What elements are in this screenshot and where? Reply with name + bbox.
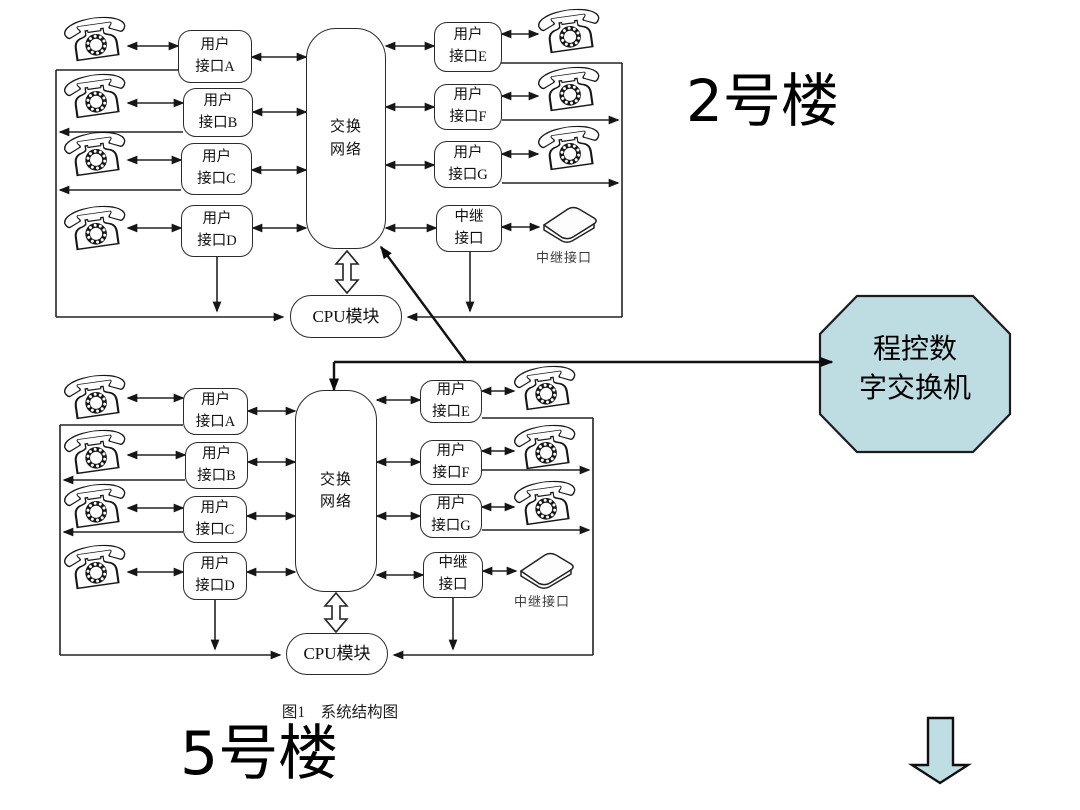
label-line: 接口B bbox=[198, 114, 238, 131]
trunk-device-icon bbox=[542, 206, 597, 243]
label-line: 交换 bbox=[329, 119, 362, 135]
phone-icon: ☏ bbox=[57, 118, 135, 192]
phone-icon: ☏ bbox=[57, 3, 135, 77]
b5-user-interface-g-box: 用户 接口G bbox=[420, 494, 482, 538]
label-line: 用户 bbox=[453, 87, 483, 104]
label-line: 用户 bbox=[436, 381, 466, 398]
b5-switch-network-box: 交换 网络 bbox=[295, 390, 377, 592]
label-line: 接口A bbox=[195, 58, 235, 75]
hollow-double-arrow bbox=[334, 249, 360, 295]
b2-user-interface-d-box: 用户 接口D bbox=[181, 205, 253, 257]
label-line: 接口E bbox=[432, 403, 470, 420]
label-line: 用户 bbox=[203, 92, 233, 109]
b5-user-interface-d-box: 用户 接口D bbox=[183, 552, 247, 600]
phone-icon: ☏ bbox=[57, 416, 135, 490]
b5-user-interface-b-box: 用户 接口B bbox=[185, 442, 248, 489]
label-line: 接口 bbox=[438, 577, 468, 593]
building5-title: 5号楼 bbox=[180, 724, 338, 784]
building2-wires bbox=[55, 29, 623, 322]
label-line: 中继 bbox=[438, 555, 468, 572]
b2-user-interface-f-box: 用户 接口F bbox=[434, 84, 502, 130]
label-line: 接口F bbox=[432, 464, 470, 481]
b5-trunk-interface-box: 中继 接口 bbox=[423, 552, 483, 598]
label-line: 用户 bbox=[202, 445, 231, 462]
label-line: 用户 bbox=[202, 149, 231, 166]
label-line: 用户 bbox=[436, 496, 466, 513]
phone-icon: ☏ bbox=[57, 361, 135, 435]
building2-number: 2 bbox=[686, 67, 723, 135]
label-line: CPU模块 bbox=[303, 644, 371, 664]
b2-switch-network-box: 交换 网络 bbox=[306, 28, 386, 249]
figure-caption: 图1 系统结构图 bbox=[281, 704, 399, 721]
label-line: 网络 bbox=[329, 141, 362, 158]
building5-number: 5 bbox=[180, 719, 219, 789]
building2-title: 2号楼 bbox=[686, 72, 839, 131]
label-line: 接口G bbox=[431, 518, 471, 534]
b5-trunk-device-label: 中继接口 bbox=[514, 594, 571, 609]
label-line: 网络 bbox=[319, 494, 352, 510]
phone-icon: ☏ bbox=[57, 60, 135, 134]
phone-icon: ☏ bbox=[507, 411, 585, 485]
label-line: 用户 bbox=[200, 499, 230, 516]
label-line: 用户 bbox=[453, 144, 483, 161]
b2-user-interface-b-box: 用户 接口B bbox=[183, 88, 253, 137]
phone-icon: ☏ bbox=[57, 192, 135, 266]
callout-lines bbox=[329, 245, 834, 392]
building5-suffix: 号楼 bbox=[218, 721, 339, 787]
building2-suffix: 号楼 bbox=[722, 69, 839, 134]
label-line: 接口F bbox=[449, 109, 487, 125]
phone-icons: ☏ ☏ ☏ ☏ ☏ ☏ ☏ ☏ ☏ ☏ ☏ ☏ ☏ ☏ bbox=[57, 0, 609, 605]
digital-switch-octagon bbox=[818, 294, 1012, 454]
phone-icon: ☏ bbox=[57, 531, 135, 605]
b5-cpu-module-box: CPU模块 bbox=[286, 633, 388, 675]
digital-switch-label: 程控数 字交换机 bbox=[820, 330, 1010, 408]
label-line: 用户 bbox=[200, 556, 230, 573]
label-line: 接口 bbox=[454, 230, 484, 247]
label-line: 程控数 bbox=[872, 334, 957, 365]
b2-user-interface-g-box: 用户 接口G bbox=[434, 141, 502, 188]
b5-user-interface-f-box: 用户 接口F bbox=[420, 440, 482, 485]
label-line: 接口D bbox=[197, 233, 237, 249]
hollow-double-arrow bbox=[323, 591, 349, 634]
phone-icon: ☏ bbox=[507, 467, 585, 541]
trunk-device-icon bbox=[519, 552, 574, 589]
phone-icon: ☏ bbox=[531, 0, 609, 69]
label-line: 用户 bbox=[436, 442, 466, 459]
building5-wires bbox=[59, 386, 594, 660]
label-line: CPU模块 bbox=[312, 306, 380, 326]
label-line: 接口C bbox=[197, 171, 236, 187]
b5-user-interface-c-box: 用户 接口C bbox=[183, 496, 247, 543]
b2-user-interface-a-box: 用户 接口A bbox=[178, 30, 252, 83]
label-line: 接口B bbox=[197, 467, 236, 484]
b5-user-interface-e-box: 用户 接口E bbox=[420, 380, 482, 423]
b5-user-interface-a-box: 用户 接口A bbox=[183, 388, 248, 435]
wire bbox=[380, 245, 467, 363]
label-line: 接口C bbox=[195, 521, 235, 538]
phone-icon: ☏ bbox=[531, 53, 609, 127]
phone-icon: ☏ bbox=[531, 112, 609, 186]
phone-icon: ☏ bbox=[57, 470, 135, 544]
label-line: 中继 bbox=[454, 208, 484, 225]
label-line: 接口D bbox=[195, 578, 235, 594]
b2-user-interface-c-box: 用户 接口C bbox=[181, 143, 252, 195]
b2-trunk-device-label: 中继接口 bbox=[536, 250, 593, 265]
b2-trunk-interface-box: 中继 接口 bbox=[436, 205, 502, 252]
phone-icon: ☏ bbox=[507, 352, 585, 426]
label-line: 接口G bbox=[448, 166, 488, 183]
label-line: 用户 bbox=[200, 36, 230, 53]
label-line: 用户 bbox=[201, 391, 230, 408]
label-line: 接口A bbox=[195, 413, 236, 430]
label-line: 交换 bbox=[319, 471, 352, 488]
label-line: 字交换机 bbox=[858, 373, 971, 405]
label-line: 用户 bbox=[202, 211, 232, 228]
down-arrow-icon bbox=[907, 716, 973, 785]
label-line: 用户 bbox=[453, 27, 483, 44]
b2-cpu-module-box: CPU模块 bbox=[290, 295, 402, 338]
label-line: 接口E bbox=[449, 49, 487, 65]
b2-user-interface-e-box: 用户 接口E bbox=[434, 22, 502, 72]
